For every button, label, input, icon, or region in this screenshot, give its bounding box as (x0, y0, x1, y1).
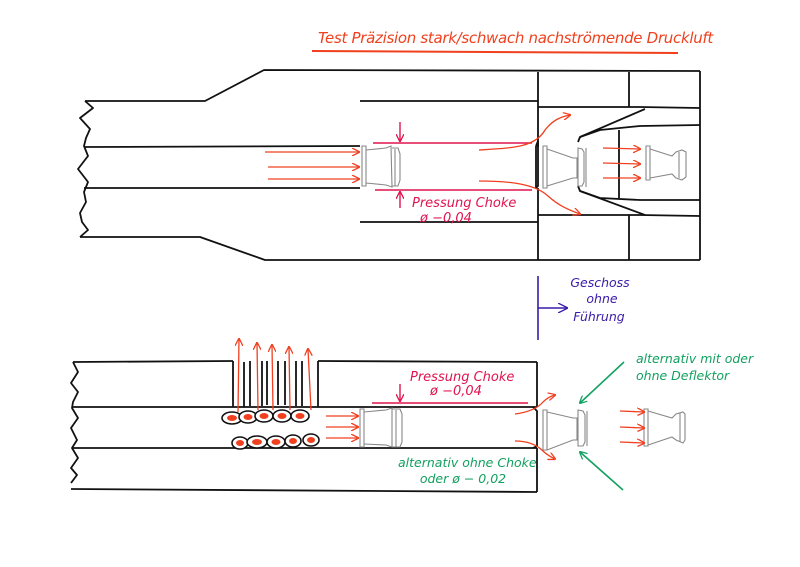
bottom-choke-value: ø −0,04 (430, 384, 482, 399)
bottom-choke-marks (372, 384, 528, 404)
bottom-choke-label: Pressung Choke (410, 370, 515, 385)
top-pellet-exit (542, 145, 587, 189)
alt-deflector-line1: alternativ mit oder (636, 351, 754, 366)
barrel-outer-top (72, 360, 538, 363)
alt-deflector-line2: ohne Deflektor (636, 368, 730, 383)
alt-choke-line2: oder ø − 0,02 (419, 471, 507, 486)
top-pellet-free (645, 145, 687, 181)
diagram-title: Test Präzision stark/schwach nachströmen… (318, 29, 713, 47)
top-choke-marks (373, 122, 532, 208)
bottom-barrel (70, 360, 538, 493)
deflector-body (538, 106, 701, 109)
projectile-note-line2: ohne (586, 291, 618, 306)
barrel-break-line (77, 100, 94, 238)
bottom-pellet-exit (542, 409, 588, 451)
vent-hole-fills (227, 413, 315, 446)
top-pellet-in-barrel (361, 145, 401, 188)
top-choke-label: Pressung Choke (412, 196, 517, 211)
vent-slots (232, 361, 319, 407)
barrel-outer-top (85, 69, 701, 102)
top-choke-value: ø −0,04 (420, 211, 472, 226)
top-barrel (77, 69, 701, 261)
bottom-pellet-free (643, 408, 686, 447)
deflector-alternative-arrows (580, 361, 625, 491)
projectile-note-line1: Geschoss (570, 275, 630, 290)
barrel-outer-bottom (80, 236, 700, 261)
bottom-pellet-in-barrel (359, 407, 403, 448)
top-airflow-arrows (265, 115, 640, 214)
barrel-bore-top (84, 145, 361, 148)
projectile-note-line3: Führung (573, 309, 625, 324)
bottom-airflow-arrows (326, 395, 644, 459)
projectile-note-arrow (537, 276, 567, 340)
barrel-outer-bottom (70, 488, 538, 493)
barrel-break-line (70, 361, 79, 484)
alt-choke-line1: alternativ ohne Choke (398, 455, 537, 470)
vent-airflow-arrows (238, 339, 311, 413)
